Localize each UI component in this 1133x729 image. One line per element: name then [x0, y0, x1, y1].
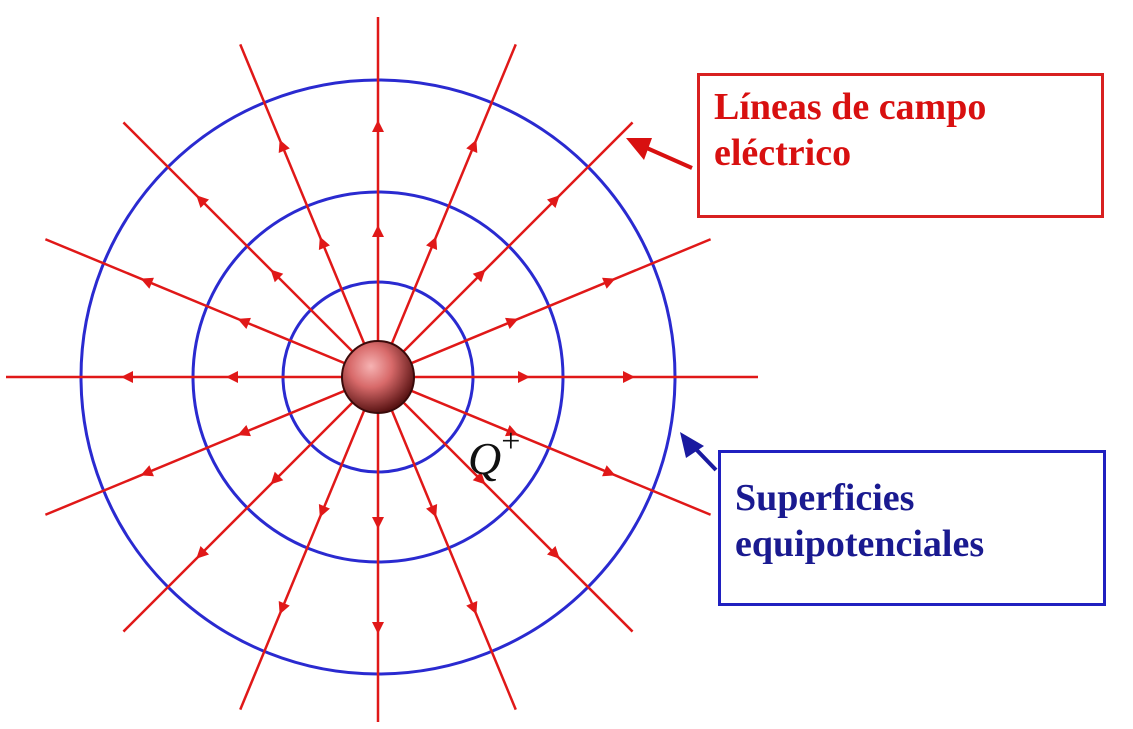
field-line: [376, 376, 517, 711]
field-arrowhead: [546, 195, 560, 209]
field-line: [376, 43, 517, 378]
field-line: [44, 375, 379, 516]
field-line: [377, 121, 634, 378]
field-arrowhead: [602, 465, 616, 477]
field-line: [377, 238, 712, 379]
field-line: [377, 376, 634, 633]
field-arrowhead: [472, 269, 486, 283]
field-arrowhead: [196, 195, 210, 209]
field-line: [239, 43, 380, 378]
field-arrowhead: [278, 601, 290, 615]
field-arrowhead: [237, 425, 251, 437]
field-line: [239, 376, 380, 711]
field-line: [122, 376, 379, 633]
field-label-pointer-head: [626, 138, 652, 160]
field-arrowhead: [318, 236, 330, 250]
field-line: [44, 238, 379, 379]
field-arrowhead: [372, 225, 384, 237]
field-arrowhead: [505, 425, 519, 437]
charge-label: Q+: [468, 423, 520, 484]
field-arrowhead: [505, 317, 519, 329]
field-arrowhead: [426, 504, 438, 518]
field-arrowhead: [226, 371, 238, 383]
field-lines-label-line1: Líneas de campo: [714, 86, 987, 128]
field-arrowhead: [546, 545, 560, 559]
field-arrowhead: [426, 236, 438, 250]
field-lines: [6, 17, 758, 722]
field-arrowhead: [140, 277, 154, 289]
field-arrowhead: [466, 601, 478, 615]
field-arrowhead: [196, 545, 210, 559]
equipotential-label-line2: equipotenciales: [735, 523, 985, 565]
field-arrowhead: [278, 139, 290, 153]
field-line: [122, 121, 379, 378]
field-lines-label-line2: eléctrico: [714, 132, 852, 174]
field-arrowhead: [623, 371, 635, 383]
field-arrowhead: [270, 269, 284, 283]
field-line: [377, 375, 712, 516]
field-label-pointer: [639, 143, 693, 170]
field-arrowhead: [270, 471, 284, 485]
field-arrowhead: [372, 120, 384, 132]
field-arrowhead: [518, 371, 530, 383]
equipotential-label-box: Superficies equipotenciales: [718, 450, 1106, 606]
point-charge: [341, 340, 415, 414]
equipotential-label-pointer-head: [680, 432, 704, 458]
equipotential-label-line1: Superficies: [735, 477, 915, 519]
field-arrowhead: [466, 139, 478, 153]
field-arrowhead: [237, 317, 251, 329]
field-arrowhead: [318, 504, 330, 518]
field-arrowhead: [472, 471, 486, 485]
field-arrowhead: [372, 517, 384, 529]
field-arrowhead: [372, 622, 384, 634]
field-lines-label-box: Líneas de campo eléctrico: [697, 73, 1104, 218]
field-arrowhead: [602, 277, 616, 289]
field-arrowhead: [121, 371, 133, 383]
field-arrowhead: [140, 465, 154, 477]
